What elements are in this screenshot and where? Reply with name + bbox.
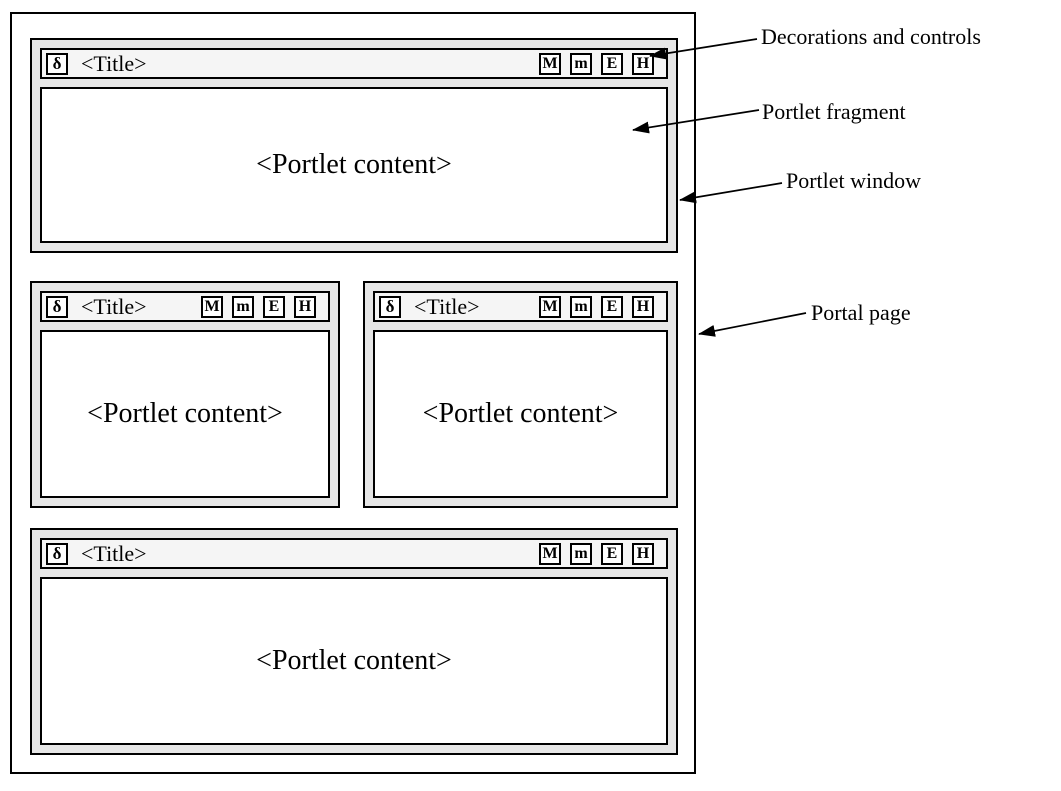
- portlet-title: <Title>: [81, 540, 147, 566]
- portlet-window-middle-left: δ <Title> M m E H <Portlet content>: [30, 281, 340, 508]
- portlet-content: <Portlet content>: [40, 330, 330, 498]
- portlet-controls: M m E H: [539, 52, 654, 75]
- portlet-title: <Title>: [81, 293, 147, 319]
- portlet-content: <Portlet content>: [40, 577, 668, 745]
- edit-button[interactable]: E: [601, 295, 623, 318]
- portlet-controls: M m E H: [539, 542, 654, 565]
- portlet-content: <Portlet content>: [40, 87, 668, 243]
- help-button[interactable]: H: [294, 295, 316, 318]
- portlet-decoration-icon: δ: [46, 52, 68, 75]
- maximize-button[interactable]: M: [539, 542, 561, 565]
- maximize-button[interactable]: M: [201, 295, 223, 318]
- minimize-button[interactable]: m: [232, 295, 254, 318]
- portlet-window-top: δ <Title> M m E H <Portlet content>: [30, 38, 678, 253]
- portlet-title: <Title>: [414, 293, 480, 319]
- minimize-button[interactable]: m: [570, 542, 592, 565]
- portlet-content: <Portlet content>: [373, 330, 668, 498]
- portlet-titlebar: δ <Title> M m E H: [40, 291, 330, 322]
- annotation-portal-page: Portal page: [811, 300, 911, 325]
- maximize-button[interactable]: M: [539, 295, 561, 318]
- portlet-titlebar: δ <Title> M m E H: [373, 291, 668, 322]
- portlet-controls: M m E H: [539, 295, 654, 318]
- arrow-portal-page: [698, 312, 807, 337]
- edit-button[interactable]: E: [263, 295, 285, 318]
- portlet-controls: M m E H: [201, 295, 316, 318]
- portlet-decoration-icon: δ: [46, 542, 68, 565]
- portlet-content-text: <Portlet content>: [256, 645, 452, 676]
- portlet-decoration-icon: δ: [46, 295, 68, 318]
- annotation-portlet-fragment: Portlet fragment: [762, 99, 906, 124]
- annotation-portlet-window: Portlet window: [786, 168, 922, 193]
- maximize-button[interactable]: M: [539, 52, 561, 75]
- portlet-content-text: <Portlet content>: [422, 398, 619, 429]
- portlet-content-text: <Portlet content>: [256, 149, 452, 180]
- portlet-title: <Title>: [81, 50, 147, 76]
- portlet-window-middle-right: δ <Title> M m E H <Portlet content>: [363, 281, 678, 508]
- annotation-decorations-and-controls: Decorations and controls: [761, 24, 981, 49]
- help-button[interactable]: H: [632, 52, 654, 75]
- help-button[interactable]: H: [632, 542, 654, 565]
- edit-button[interactable]: E: [601, 52, 623, 75]
- edit-button[interactable]: E: [601, 542, 623, 565]
- portlet-content-text: <Portlet content>: [87, 398, 283, 429]
- portlet-decoration-icon: δ: [379, 295, 401, 318]
- portlet-titlebar: δ <Title> M m E H: [40, 538, 668, 569]
- portlet-titlebar: δ <Title> M m E H: [40, 48, 668, 79]
- portlet-window-bottom: δ <Title> M m E H <Portlet content>: [30, 528, 678, 755]
- help-button[interactable]: H: [632, 295, 654, 318]
- minimize-button[interactable]: m: [570, 52, 592, 75]
- minimize-button[interactable]: m: [570, 295, 592, 318]
